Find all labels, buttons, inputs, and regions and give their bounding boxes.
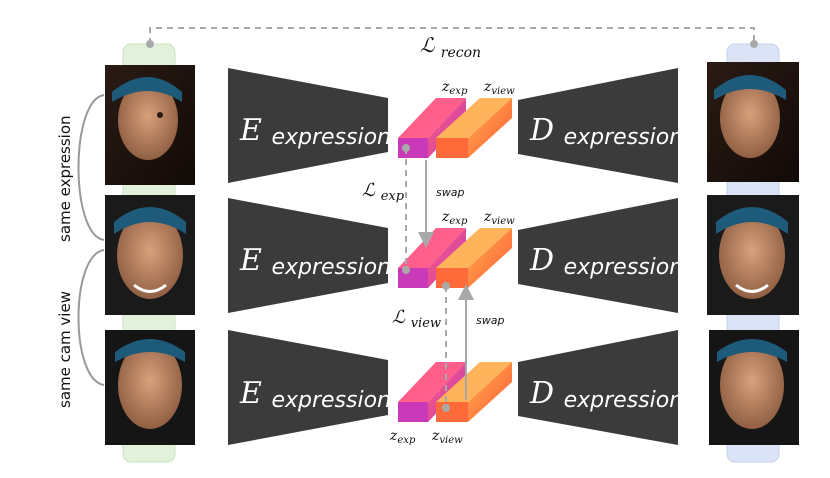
svg-text:ℒ exp: ℒ exp <box>362 180 405 204</box>
encoder-sub: expression <box>271 388 391 413</box>
z-exp-base: z <box>389 428 398 444</box>
z-exp-base: z <box>441 209 450 225</box>
encoder-base: E <box>239 113 262 148</box>
view-loss-label: ℒ view <box>392 307 441 331</box>
output-photo-2 <box>707 195 799 315</box>
encoder-sub: expression <box>271 125 391 150</box>
face-photo-icon <box>157 112 163 118</box>
exp-dot-bottom <box>402 266 410 274</box>
svg-text:ℒ recon: ℒ recon <box>420 33 481 61</box>
decoder-base: D <box>529 243 554 278</box>
z-view-sub: view <box>491 216 515 227</box>
decoder-row-3: D expression <box>518 330 683 445</box>
decoder-sub: expression <box>564 388 684 413</box>
exp-loss-sub: exp <box>381 189 405 204</box>
svg-text:ℒ view: ℒ view <box>392 307 441 331</box>
svg-text:E expression: E expression <box>239 376 391 413</box>
side-label-same-expression: same expression <box>56 115 74 242</box>
decoder-row-1: D expression <box>518 68 683 183</box>
encoder-base: E <box>239 243 262 278</box>
svg-text:E expression: E expression <box>239 243 391 280</box>
z-labels-row-1: zexp zview <box>441 79 515 97</box>
z-view-base: z <box>483 209 492 225</box>
view-loss-sub: view <box>411 316 441 331</box>
exp-loss-label: ℒ exp <box>362 180 405 204</box>
encoder-row-3: E expression <box>228 330 391 445</box>
svg-text:zview: zview <box>483 79 515 97</box>
recon-loss-sub: recon <box>441 45 481 61</box>
z-view-bar-row-1 <box>436 98 512 158</box>
decoder-base: D <box>529 376 554 411</box>
z-labels-row-3: zexp zview <box>389 428 463 446</box>
view-loss-base: ℒ <box>392 307 406 328</box>
z-exp-sub: exp <box>449 216 468 227</box>
svg-text:zview: zview <box>431 428 463 446</box>
brace-same-cam-view <box>77 249 105 386</box>
output-photo-1 <box>707 62 799 182</box>
input-photo-3 <box>105 330 195 445</box>
svg-text:D expression: D expression <box>529 113 683 150</box>
z-exp-base: z <box>441 79 450 95</box>
svg-text:zexp: zexp <box>441 209 468 227</box>
recon-dot-right <box>750 40 758 48</box>
z-exp-sub: exp <box>449 86 468 97</box>
decoder-row-2: D expression <box>518 198 683 313</box>
recon-loss-label: ℒ recon <box>420 33 481 61</box>
decoder-sub: expression <box>564 255 684 280</box>
exp-loss-base: ℒ <box>362 180 376 201</box>
output-photo-3 <box>709 330 799 445</box>
svg-text:D expression: D expression <box>529 243 683 280</box>
z-view-sub: view <box>439 435 463 446</box>
recon-loss-path <box>149 27 755 44</box>
svg-text:D expression: D expression <box>529 376 683 413</box>
svg-text:E expression: E expression <box>239 113 391 150</box>
brace-same-expression <box>77 94 105 241</box>
recon-loss-base: ℒ <box>420 33 435 57</box>
recon-dot-left <box>146 40 154 48</box>
view-dot-top <box>442 282 450 290</box>
encoder-row-1: E expression <box>228 68 391 183</box>
swap-label-1: swap <box>436 186 464 199</box>
decoder-base: D <box>529 113 554 148</box>
view-dot-bottom <box>442 404 450 412</box>
z-labels-row-2: zexp zview <box>441 209 515 227</box>
encoder-base: E <box>239 376 262 411</box>
swap-label-2: swap <box>476 314 504 327</box>
input-photo-2 <box>105 195 195 315</box>
z-view-sub: view <box>491 86 515 97</box>
z-exp-sub: exp <box>397 435 416 446</box>
z-view-base: z <box>483 79 492 95</box>
svg-text:zexp: zexp <box>389 428 416 446</box>
decoder-sub: expression <box>564 125 684 150</box>
exp-dot-top <box>402 144 410 152</box>
encoder-sub: expression <box>271 255 391 280</box>
z-view-base: z <box>431 428 440 444</box>
encoder-row-2: E expression <box>228 198 391 313</box>
input-photo-1 <box>105 65 195 185</box>
side-label-same-cam-view: same cam view <box>56 291 74 408</box>
svg-text:zview: zview <box>483 209 515 227</box>
svg-text:zexp: zexp <box>441 79 468 97</box>
